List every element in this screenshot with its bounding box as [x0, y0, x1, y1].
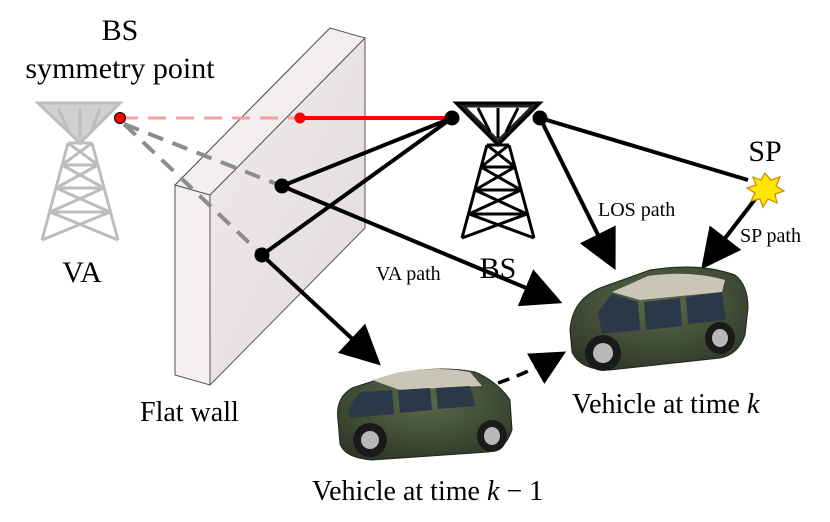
vehicle-km1-var: k — [487, 476, 500, 507]
bs-symmetry-label-line2: symmetry point — [25, 52, 215, 85]
vehicle-k-var: k — [747, 389, 760, 420]
sp-path-label: SP path — [740, 225, 801, 247]
los-and-sp-paths — [532, 110, 758, 271]
vehicle-motion-arrow — [497, 351, 567, 385]
vehicle-km1-suffix: − 1 — [499, 476, 543, 507]
bs-tower-icon — [452, 101, 544, 240]
los-path-label: LOS path — [598, 199, 675, 221]
va-label: VA — [62, 256, 102, 289]
va-tower-icon — [34, 101, 124, 242]
flat-wall — [174, 26, 366, 387]
vehicle-km1-prefix: Vehicle at time — [312, 476, 487, 507]
va-path-label: VA path — [376, 263, 441, 285]
vehicle-k-label: Vehicle at time k — [572, 389, 760, 420]
vehicle-k-icon — [569, 266, 749, 371]
flat-wall-label: Flat wall — [140, 397, 239, 428]
sp-label: SP — [748, 135, 781, 168]
bs-symmetry-label-line1: BS — [102, 14, 139, 47]
virtual-los-path — [114, 112, 452, 124]
va-paths — [254, 110, 563, 366]
va-mirror-lines — [122, 122, 283, 257]
sp-star-icon — [745, 171, 786, 209]
vehicle-k-prefix: Vehicle at time — [572, 389, 747, 420]
vehicle-km1-icon — [337, 368, 513, 461]
vehicle-km1-label: Vehicle at time k − 1 — [312, 476, 543, 507]
bs-label: BS — [480, 252, 517, 285]
